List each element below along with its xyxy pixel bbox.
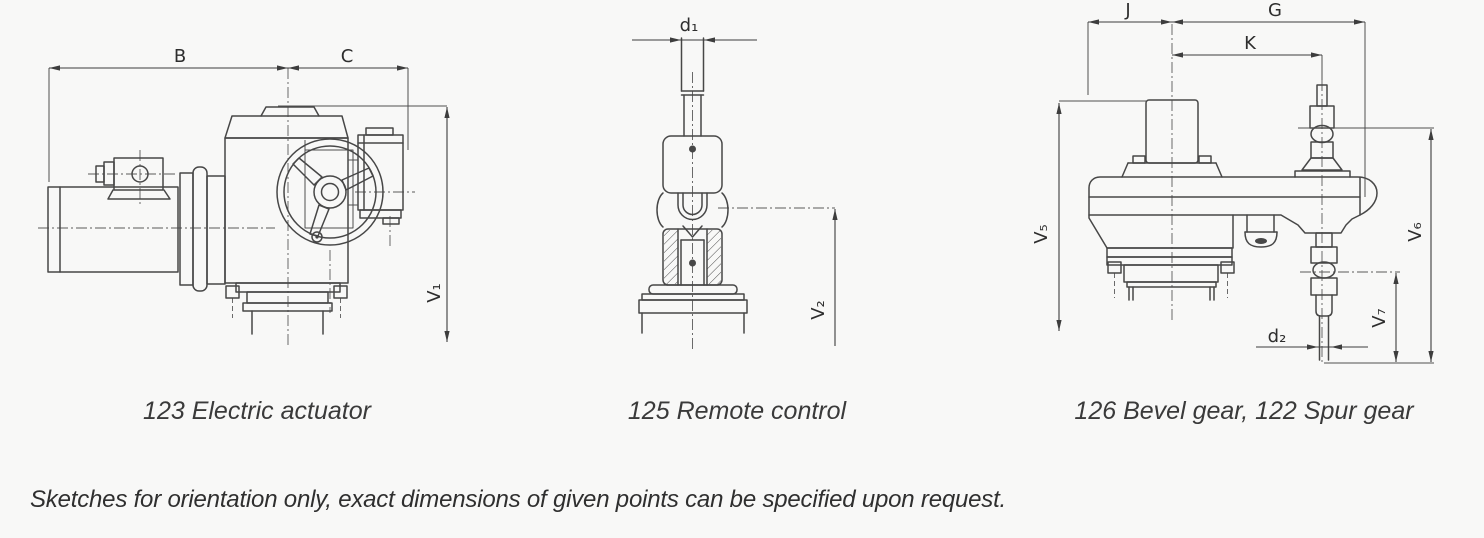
remote-control-sketch: d₁ V₂ bbox=[632, 15, 838, 350]
dim-label-V6: V₆ bbox=[1405, 222, 1426, 242]
handwheel-icon bbox=[276, 138, 384, 246]
handwheel-knob bbox=[311, 231, 323, 243]
bevel-spur-gear-sketch: J G K V₅ V₆ V₇ d₂ bbox=[1031, 0, 1434, 364]
gear-housing bbox=[1088, 176, 1378, 249]
dim-label-V5: V₅ bbox=[1031, 224, 1052, 244]
dimension-lines bbox=[49, 65, 450, 342]
extension-lines bbox=[48, 68, 447, 182]
centerlines bbox=[1171, 24, 1400, 363]
dim-label-d1: d₁ bbox=[680, 15, 699, 36]
lower-pin bbox=[689, 259, 696, 267]
gearbox-outline bbox=[1088, 84, 1378, 361]
dimension-lines bbox=[632, 37, 838, 346]
hatched-section-right bbox=[707, 230, 721, 284]
dim-label-G: G bbox=[1268, 0, 1282, 21]
dim-label-K: K bbox=[1244, 33, 1257, 54]
sensor-window bbox=[1255, 238, 1267, 244]
hatched-section-left bbox=[664, 230, 678, 284]
bolt-centerlines bbox=[1114, 273, 1228, 298]
dim-label-V2: V₂ bbox=[808, 300, 829, 320]
body-detail-lines bbox=[304, 140, 358, 229]
dim-label-V1: V₁ bbox=[424, 283, 445, 303]
caption-bevel-spur-gear: 126 Bevel gear, 122 Spur gear bbox=[1074, 397, 1414, 425]
dim-label-V7: V₇ bbox=[1369, 308, 1390, 328]
upper-pin bbox=[689, 145, 696, 153]
caption-remote-control: 125 Remote control bbox=[627, 397, 847, 425]
motor-housing bbox=[47, 186, 179, 273]
caption-electric-actuator: 123 Electric actuator bbox=[143, 397, 371, 425]
extension-lines bbox=[1059, 22, 1434, 364]
remote-control-outline bbox=[638, 37, 748, 334]
dim-label-B: B bbox=[174, 46, 186, 67]
electric-actuator-sketch: B C V₁ bbox=[38, 46, 450, 345]
actuator-body-outline bbox=[47, 106, 404, 335]
sketches-canvas: B C V₁ bbox=[38, 0, 1434, 364]
orientation-note: Sketches for orientation only, exact dim… bbox=[30, 486, 1007, 513]
gearbox-body bbox=[224, 137, 349, 284]
lower-ball-joint bbox=[1312, 261, 1336, 279]
bolt-centerlines bbox=[232, 298, 341, 318]
connector-box bbox=[113, 157, 164, 191]
dim-label-J: J bbox=[1124, 0, 1130, 21]
dim-label-C: C bbox=[341, 46, 354, 67]
dimension-lines bbox=[1056, 19, 1434, 362]
upper-joint-block bbox=[662, 135, 723, 194]
centerlines bbox=[692, 72, 835, 350]
dim-label-d2: d₂ bbox=[1268, 326, 1287, 347]
